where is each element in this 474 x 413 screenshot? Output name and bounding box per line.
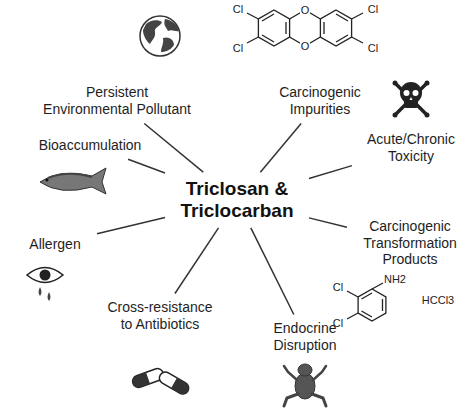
effect-label: Carcinogenic Transformation Products xyxy=(354,218,466,268)
effect-label: Cross-resistance to Antibiotics xyxy=(102,299,218,332)
globe-icon xyxy=(140,16,180,56)
node-text: Allergen xyxy=(20,236,90,253)
atom-label: Cl xyxy=(368,3,378,15)
fish-icon xyxy=(40,168,106,194)
node-text: Persistent Environmental Pollutant xyxy=(40,84,194,117)
atom-label: Cl xyxy=(368,42,378,54)
frog-icon xyxy=(284,364,326,406)
effect-label: Acute/Chronic Toxicity xyxy=(359,131,463,164)
spoke-line xyxy=(128,159,165,173)
atom-label: O xyxy=(300,4,311,16)
node-text: Bioaccumulation xyxy=(31,137,149,154)
hub-title: Triclosan & Triclocarban xyxy=(172,178,302,222)
effect-label: Allergen xyxy=(20,236,90,253)
pill-icon xyxy=(131,367,191,396)
effect-label: Persistent Environmental Pollutant xyxy=(40,84,194,117)
spoke-line xyxy=(97,217,165,233)
atom-label: NH2 xyxy=(384,273,406,285)
atom-label: Cl xyxy=(333,281,343,293)
spoke-line xyxy=(251,228,294,315)
atom-label: Cl xyxy=(333,317,343,329)
dichloroaniline-structure xyxy=(347,283,386,321)
node-text: Cross-resistance to Antibiotics xyxy=(102,299,218,332)
eye-icon xyxy=(27,268,63,302)
skull-icon xyxy=(393,81,430,118)
atom-label: HCCl3 xyxy=(422,294,454,306)
effect-label: Carcinogenic Impurities xyxy=(268,84,372,117)
atom-label: O xyxy=(300,40,311,52)
node-text: Carcinogenic Impurities xyxy=(268,84,372,117)
node-text: Acute/Chronic Toxicity xyxy=(359,131,463,164)
spoke-line xyxy=(309,166,352,179)
effect-label: Bioaccumulation xyxy=(31,137,149,154)
node-text: Triclosan & Triclocarban xyxy=(172,178,302,222)
spoke-line xyxy=(175,228,219,294)
node-text: Carcinogenic Transformation Products xyxy=(354,218,466,268)
atom-label: Cl xyxy=(233,42,243,54)
spoke-line xyxy=(309,218,347,227)
spoke-line xyxy=(144,124,203,173)
spoke-line xyxy=(260,124,301,173)
atom-label: Cl xyxy=(233,3,243,15)
